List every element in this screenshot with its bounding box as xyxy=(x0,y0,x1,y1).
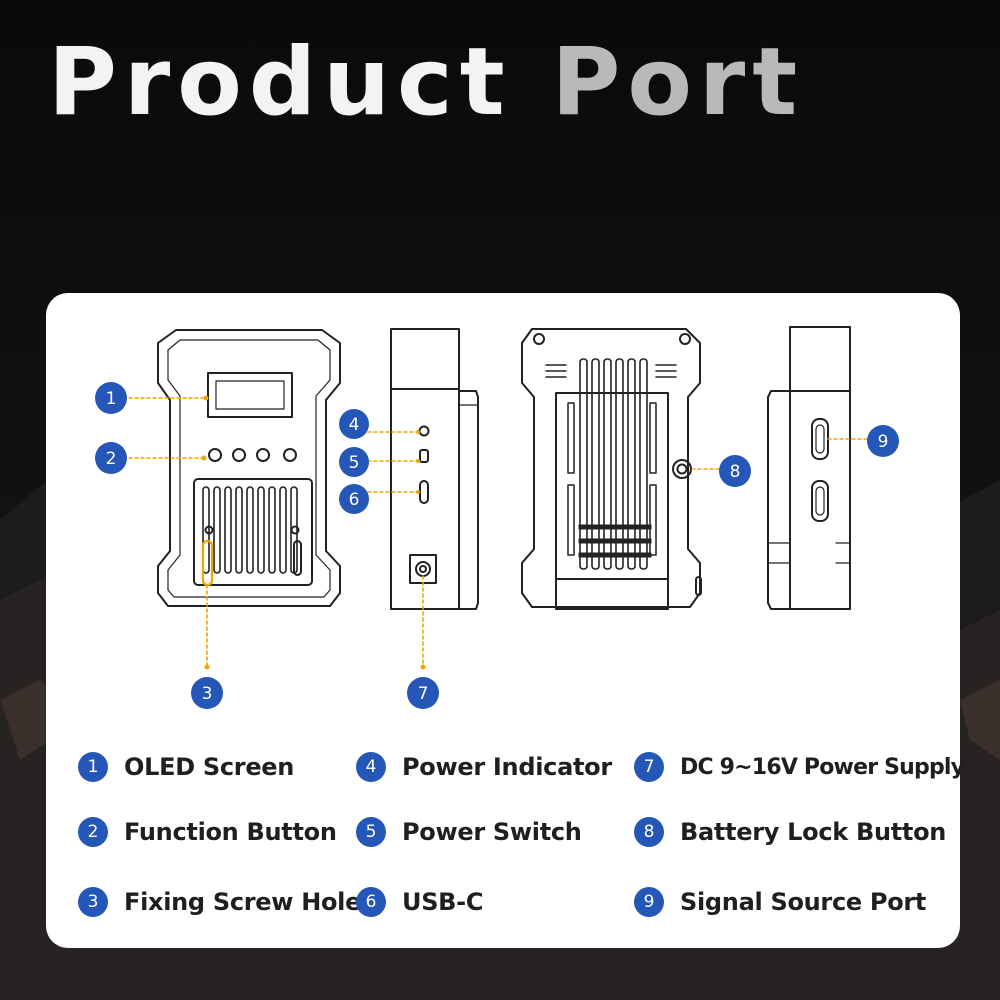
battery-lock-button xyxy=(672,459,692,479)
signal-source-port-2 xyxy=(811,480,829,522)
legend-item-7: 7 DC 9~16V Power Supply xyxy=(634,747,965,787)
device-diagram: 1 2 3 4 5 6 7 8 9 xyxy=(95,326,899,709)
legend-label-function-button: Function Button xyxy=(124,818,337,846)
legend-label-usb-c: USB-C xyxy=(402,888,484,916)
legend-label-battery-lock-button: Battery Lock Button xyxy=(680,818,947,846)
legend-label-power-indicator: Power Indicator xyxy=(402,753,612,781)
legend-item-2: 2 Function Button xyxy=(78,812,337,852)
front-view xyxy=(157,329,341,607)
power-switch xyxy=(419,449,429,463)
callout-3-number: 3 xyxy=(202,684,213,704)
callout-2: 2 xyxy=(95,442,127,474)
legend: 1 OLED Screen 2 Function Button 3 Fixing… xyxy=(74,733,965,933)
legend-item-4: 4 Power Indicator xyxy=(356,747,612,787)
callout-9: 9 xyxy=(867,425,899,457)
callout-7-number: 7 xyxy=(418,684,429,704)
callout-8: 8 xyxy=(719,455,751,487)
oled-screen xyxy=(207,372,293,418)
legend-badge: 8 xyxy=(634,817,664,847)
legend-label-power-switch: Power Switch xyxy=(402,818,582,846)
legend-badge: 4 xyxy=(356,752,386,782)
legend-badge: 5 xyxy=(356,817,386,847)
legend-label-oled-screen: OLED Screen xyxy=(124,753,295,781)
callout-6-number: 6 xyxy=(349,490,360,510)
legend-label-signal-source-port: Signal Source Port xyxy=(680,888,927,916)
dc-power-jack xyxy=(415,561,431,577)
vent-grille xyxy=(193,478,313,586)
usb-c-port xyxy=(419,480,429,504)
legend-item-6: 6 USB-C xyxy=(356,882,483,922)
callout-4: 4 xyxy=(339,409,369,439)
legend-label-dc-power-supply: DC 9~16V Power Supply xyxy=(680,754,965,780)
power-indicator xyxy=(418,425,430,437)
title-word-2: Port xyxy=(551,28,805,137)
callout-4-number: 4 xyxy=(349,415,360,435)
diagram-panel: 1 2 3 4 5 6 7 8 9 1 OLED Screen 2 Functi… xyxy=(46,293,965,948)
callout-5-number: 5 xyxy=(349,453,360,473)
back-view xyxy=(521,328,702,610)
legend-item-3: 3 Fixing Screw Hole xyxy=(78,882,361,922)
function-buttons xyxy=(208,448,297,462)
legend-item-1: 1 OLED Screen xyxy=(78,747,294,787)
legend-badge: 2 xyxy=(78,817,108,847)
side-view-right xyxy=(767,326,851,610)
legend-item-8: 8 Battery Lock Button xyxy=(634,812,946,852)
legend-badge: 7 xyxy=(634,752,664,782)
fixing-screw-hole xyxy=(201,539,214,587)
callout-9-number: 9 xyxy=(878,432,889,452)
callout-6: 6 xyxy=(339,484,369,514)
callout-3: 3 xyxy=(191,677,223,709)
callout-8-number: 8 xyxy=(730,462,741,482)
callout-2-number: 2 xyxy=(106,449,117,469)
title-word-1: Product xyxy=(48,28,512,137)
leader-lines xyxy=(128,397,869,666)
callout-7: 7 xyxy=(407,677,439,709)
callout-1-number: 1 xyxy=(106,389,117,409)
legend-label-fixing-screw-hole: Fixing Screw Hole xyxy=(124,888,362,916)
legend-item-5: 5 Power Switch xyxy=(356,812,582,852)
page-title: Product Port xyxy=(48,28,948,138)
legend-badge: 9 xyxy=(634,887,664,917)
side-view-left xyxy=(390,328,479,610)
legend-badge: 3 xyxy=(78,887,108,917)
legend-badge: 1 xyxy=(78,752,108,782)
legend-badge: 6 xyxy=(356,887,386,917)
legend-item-9: 9 Signal Source Port xyxy=(634,882,926,922)
callout-1: 1 xyxy=(95,382,127,414)
callout-5: 5 xyxy=(339,447,369,477)
